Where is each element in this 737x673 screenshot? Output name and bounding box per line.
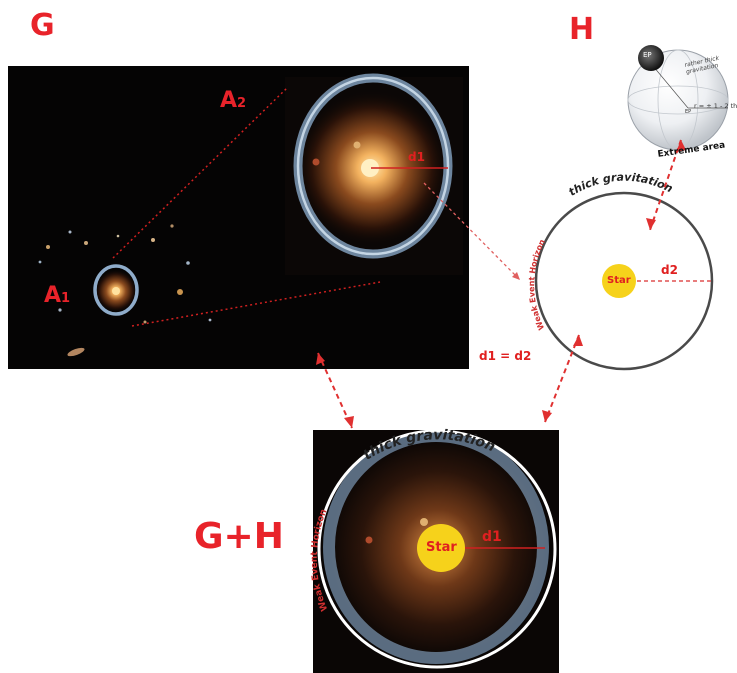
label-star-combined: Star — [426, 540, 457, 555]
arrow-g-to-h-head — [512, 272, 520, 280]
label-a1: A1 — [44, 283, 70, 308]
arrowhead-3 — [573, 335, 583, 346]
arrowhead-4 — [542, 410, 552, 422]
star-h — [602, 264, 636, 298]
combined-red-object — [365, 536, 373, 544]
star-combined — [417, 524, 465, 572]
label-star-h: Star — [607, 275, 631, 286]
arrow-g-to-combined — [317, 352, 353, 429]
label-d2: d2 — [661, 263, 678, 277]
panel-label-g: G — [30, 8, 55, 43]
label-ep-small: EP — [685, 109, 692, 115]
arrowhead-2 — [646, 218, 656, 230]
label-radius: r = ± 1 - 2 th — [694, 102, 737, 110]
label-d1-top: d1 — [408, 150, 425, 164]
lens-a2 — [292, 73, 453, 259]
label-a2-main: A — [220, 88, 238, 113]
label-d1-bottom: d1 — [482, 529, 502, 545]
arrow-h-to-combined — [544, 334, 580, 423]
lens-a1 — [93, 264, 139, 316]
connector-a1-a2-top — [112, 87, 288, 259]
arrowhead-6 — [344, 416, 354, 428]
ep-dark-sphere — [638, 45, 664, 71]
label-a2-sub: 2 — [237, 96, 247, 111]
background-stars — [38, 224, 212, 357]
extreme-area-sphere — [627, 49, 729, 151]
label-a1-sub: 1 — [61, 291, 71, 306]
label-ep-dark: EP — [643, 51, 652, 59]
panel-label-g-plus-h: G+H — [194, 516, 284, 557]
combined-lens-ring — [323, 430, 549, 664]
arrowhead-5 — [316, 353, 325, 365]
connector-a1-a2-bottom — [131, 281, 381, 327]
arrow-g-to-h — [423, 182, 521, 281]
label-a2: A2 — [220, 88, 246, 113]
combined-small-star — [420, 518, 428, 526]
panel-label-h: H — [569, 12, 595, 47]
combined-thick-gravitation-circle — [317, 429, 557, 669]
arrow-sphere-to-h — [649, 139, 682, 231]
arrowhead-1 — [676, 140, 686, 152]
label-a1-main: A — [44, 283, 62, 308]
label-equation: d1 = d2 — [479, 349, 532, 363]
